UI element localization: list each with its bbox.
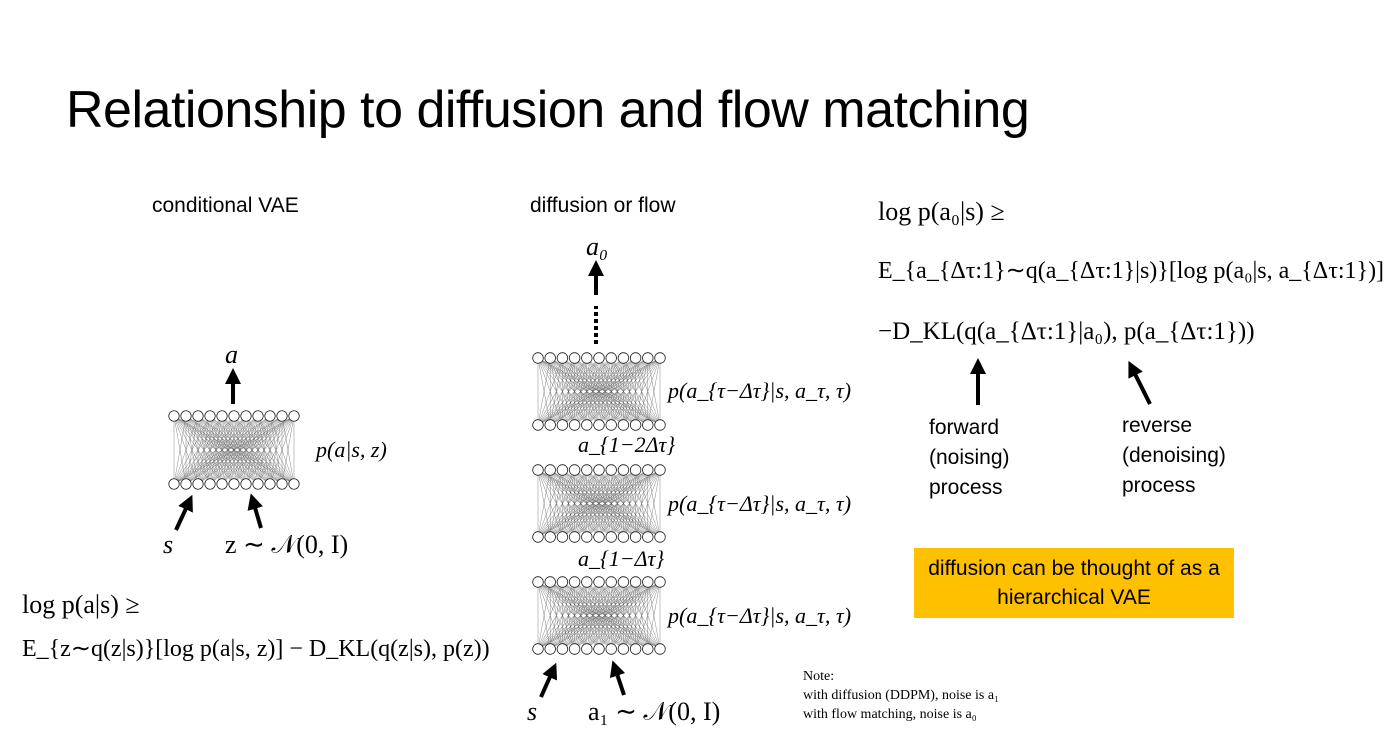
vae-bound-line2: E_{z∼q(z|s)}[log p(a|s, z)] − D_KL(q(z|s… [22,636,490,662]
diffusion-net-label-bottom: p(a_{τ−Δτ}|s, a_τ, τ) [668,603,852,628]
forward-label: forward (noising) process [929,416,1010,499]
diffusion-output-label: a₀ [586,232,609,261]
diffusion-net-label-mid: p(a_{τ−Δτ}|s, a_τ, τ) [668,491,852,516]
diffusion-network-top [532,352,666,431]
diffusion-network-bottom [532,576,666,655]
elbo-line1: log p(a₀|s) ≥ [878,197,1005,226]
diffusion-mid-label-1: a_{1−2Δτ} [578,432,676,457]
diffusion-network-mid [532,464,666,543]
diffusion-heading: diffusion or flow [530,194,676,217]
reverse-arrow [1128,360,1152,405]
diffusion-net-label-top: p(a_{τ−Δτ}|s, a_τ, τ) [668,378,852,403]
elbo-line3: −D_KL(q(a_{Δτ:1}|a₀), p(a_{Δτ:1})) [878,318,1255,345]
reverse-label: reverse (denoising) process [1122,414,1226,497]
diffusion-noise-arrow [609,660,626,696]
vae-input-z: z ∼ 𝒩(0, I) [225,530,349,559]
vae-z-arrow [247,493,263,529]
vae-input-s: s [163,530,174,559]
note-heading: Note: [803,669,835,684]
diffusion-mid-label-2: a_{1−Δτ} [578,546,665,571]
vae-net-label: p(a|s, z) [316,437,387,462]
diffusion-input-noise: a₁ ∼ 𝒩(0, I) [588,697,721,726]
elbo-line2: E_{a_{Δτ:1}∼q(a_{Δτ:1}|s)}[log p(a₀|s, a… [878,258,1384,284]
slide-title: Relationship to diffusion and flow match… [66,81,1030,139]
hierarchical-vae-callout: diffusion can be thought of as a hierarc… [914,548,1234,618]
note-line2: with flow matching, noise is a₀ [803,707,977,722]
diffusion-input-s: s [527,697,538,726]
vae-network [168,410,300,490]
footnote: Note: with diffusion (DDPM), noise is a₁… [803,667,1103,724]
vae-bound-line1: log p(a|s) ≥ [22,590,140,619]
network-diagrams [168,260,1152,698]
vae-s-arrow [174,494,193,531]
diffusion-s-arrow [539,662,558,698]
note-line1: with diffusion (DDPM), noise is a₁ [803,688,999,703]
vae-heading: conditional VAE [152,194,299,217]
vae-output-label: a [225,340,238,369]
